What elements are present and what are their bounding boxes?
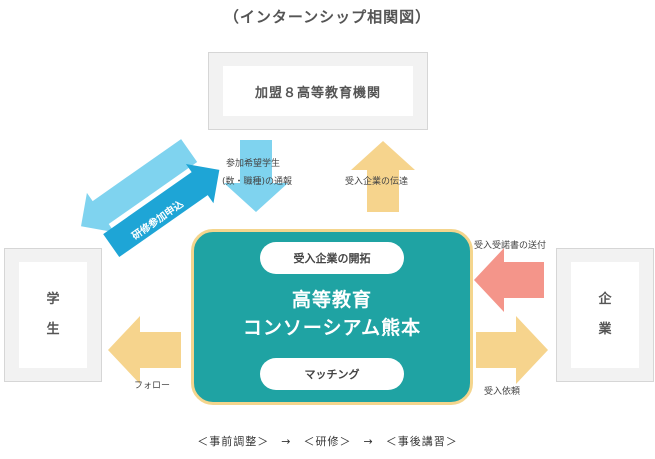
- acceptance-letter-arrow: [474, 248, 544, 312]
- student-box: 学生: [4, 248, 102, 382]
- company-relay-label: 受入企業の伝達: [345, 177, 409, 187]
- student-label-char: 生: [46, 322, 60, 337]
- follow-label: フォロー: [134, 381, 171, 391]
- request-label: 受入依頼: [484, 387, 521, 397]
- student-label: 学生: [46, 285, 59, 345]
- training-apply-arrow: [103, 163, 220, 258]
- notify-label-line2: (数・職種)の通報: [222, 177, 293, 187]
- student-label-char: 学: [46, 292, 60, 307]
- acceptance-letter-label: 受入受諾書の送付: [474, 241, 547, 251]
- consortium-title-line1: 高等教育: [291, 289, 372, 311]
- institutions-label: 加盟８高等教育機関: [254, 85, 381, 101]
- company-label: 企業: [598, 285, 611, 345]
- consortium-title: 高等教育 コンソーシアム熊本: [194, 286, 470, 342]
- request-arrow: [476, 316, 548, 384]
- training-confirm-arrow: [81, 139, 198, 233]
- company-label-char: 業: [598, 322, 612, 337]
- diagram-title: （インターンシップ相関図）: [223, 8, 432, 26]
- notify-arrow: [224, 140, 288, 212]
- institutions-inner: 加盟８高等教育機関: [223, 66, 413, 116]
- process-footer: ＜事前調整＞ → ＜研修＞ → ＜事後講習＞: [197, 435, 458, 448]
- student-inner: 学生: [19, 262, 87, 368]
- company-label-char: 企: [598, 292, 612, 307]
- pill-matching: マッチング: [260, 358, 404, 390]
- company-relay-arrow: [351, 141, 415, 212]
- company-box: 企業: [556, 248, 654, 382]
- institutions-box: 加盟８高等教育機関: [208, 52, 428, 130]
- follow-arrow: [108, 316, 181, 384]
- pill-company-development: 受入企業の開拓: [260, 242, 404, 274]
- consortium-box: 受入企業の開拓 高等教育 コンソーシアム熊本 マッチング: [191, 229, 473, 405]
- notify-label-line1: 参加希望学生: [226, 159, 281, 169]
- company-inner: 企業: [571, 262, 639, 368]
- consortium-title-line2: コンソーシアム熊本: [242, 317, 422, 339]
